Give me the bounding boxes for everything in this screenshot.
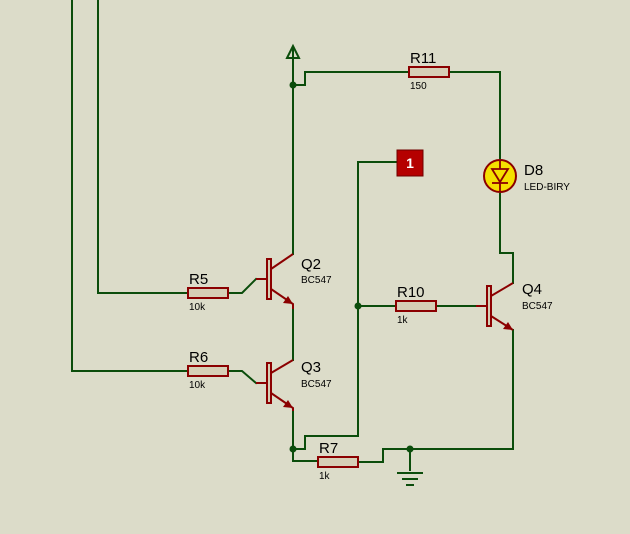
wire-q3-node [292, 410, 319, 462]
resistor-r10-ref: R10 [397, 284, 425, 301]
junctions [289, 81, 414, 453]
wire-led-q4 [499, 193, 514, 284]
wire-supply-r11 [292, 71, 409, 86]
junction-dot [289, 81, 297, 89]
resistor-r11-ref: R11 [410, 50, 436, 67]
junction-dot [289, 445, 297, 453]
wire-q4-gnd [409, 329, 514, 450]
transistor-q2[interactable]: Q2 BC547 [256, 253, 332, 309]
wire-r6-q3base [229, 370, 258, 385]
power-supply-arrow-icon [285, 43, 301, 59]
junction-dot [406, 445, 414, 453]
resistor-r5-value: 10k [189, 302, 206, 313]
resistor-r5-ref: R5 [189, 271, 208, 288]
ground-symbol-icon [397, 472, 423, 486]
resistor-r10-value: 1k [397, 315, 409, 326]
wire-node-terminal [292, 161, 397, 450]
resistor-r6-value: 10k [189, 380, 206, 391]
led-d8-value: LED-BIRY [524, 182, 570, 193]
resistor-r7[interactable]: R7 1k [317, 440, 359, 482]
resistor-r11[interactable]: R11 150 [408, 50, 450, 92]
terminal-1-label: 1 [406, 155, 414, 171]
junction-dot [354, 302, 362, 310]
resistor-r6[interactable]: R6 10k [187, 349, 229, 391]
wires [71, 0, 514, 471]
led-d8-ref: D8 [524, 162, 543, 179]
transistor-q4-ref: Q4 [522, 281, 542, 298]
resistor-r5[interactable]: R5 10k [187, 271, 229, 313]
transistor-q4-value: BC547 [522, 301, 553, 312]
resistor-r10[interactable]: R10 1k [395, 284, 437, 326]
wire-r5-q2base [229, 277, 258, 294]
wire-input-r5 [97, 0, 189, 294]
transistor-q3-ref: Q3 [301, 359, 321, 376]
resistor-r6-ref: R6 [189, 349, 208, 366]
resistor-r7-ref: R7 [319, 440, 338, 457]
wire-input-r6 [71, 0, 189, 372]
wire-r7-gnd [359, 448, 411, 471]
resistor-r11-value: 150 [410, 81, 427, 92]
led-d8[interactable]: D8 LED-BIRY [483, 159, 570, 193]
wire-r11-led [449, 71, 501, 159]
transistor-q2-ref: Q2 [301, 256, 321, 273]
transistor-q3[interactable]: Q3 BC547 [256, 359, 332, 411]
transistor-q3-value: BC547 [301, 379, 332, 390]
transistor-q4[interactable]: Q4 BC547 [476, 281, 553, 331]
resistor-r7-value: 1k [319, 471, 331, 482]
terminal-1[interactable]: 1 [396, 149, 424, 177]
transistor-q2-value: BC547 [301, 275, 332, 286]
